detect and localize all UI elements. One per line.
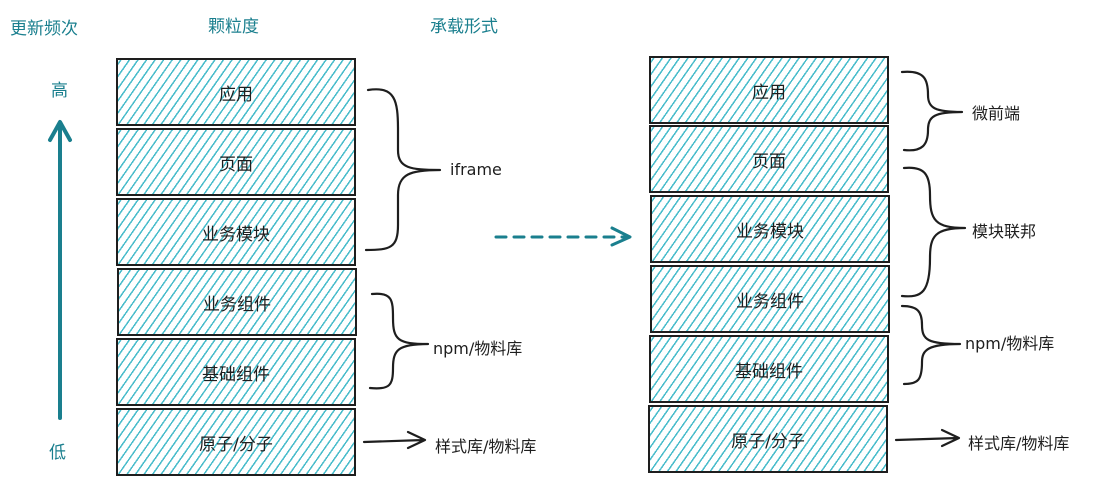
label-module-federation: 模块联邦 <box>972 222 1037 241</box>
brace-micro-icon <box>900 70 964 152</box>
layer-label: 基础组件 <box>735 361 803 382</box>
layer-label: 业务组件 <box>203 294 271 315</box>
label-iframe: iframe <box>450 160 502 179</box>
label-npm-left: npm/物料库 <box>433 339 523 358</box>
right-layer-atom: 原子/分子 <box>648 405 888 473</box>
right-layer-page: 页面 <box>649 125 889 193</box>
right-layer-business-component: 业务组件 <box>650 265 890 333</box>
left-layer-app: 应用 <box>116 58 356 126</box>
left-layer-business-module: 业务模块 <box>116 198 356 266</box>
axis-low: 低 <box>49 443 66 463</box>
arrow-style-left-icon <box>362 430 427 450</box>
left-layer-atom: 原子/分子 <box>116 408 356 476</box>
layer-label: 页面 <box>219 154 253 175</box>
brace-federation-icon <box>900 166 967 298</box>
layer-label: 页面 <box>752 151 786 172</box>
right-layer-business-module: 业务模块 <box>650 195 890 263</box>
right-layer-app: 应用 <box>649 56 889 124</box>
header-granularity: 颗粒度 <box>208 17 259 37</box>
left-layer-business-component: 业务组件 <box>117 268 357 336</box>
layer-label: 业务模块 <box>736 221 804 242</box>
layer-label: 应用 <box>219 84 253 105</box>
layer-label: 原子/分子 <box>731 431 805 452</box>
header-carrier: 承载形式 <box>430 17 498 37</box>
layer-label: 应用 <box>752 82 786 103</box>
brace-npm-right-icon <box>900 304 962 386</box>
layer-label: 原子/分子 <box>199 434 273 455</box>
brace-npm-left-icon <box>368 292 430 390</box>
arrow-style-right-icon <box>894 428 961 448</box>
right-layer-base-component: 基础组件 <box>649 335 889 403</box>
left-layer-base-component: 基础组件 <box>116 338 356 406</box>
layer-label: 业务组件 <box>736 291 804 312</box>
layer-label: 业务模块 <box>202 224 270 245</box>
label-micro-frontend: 微前端 <box>972 104 1021 123</box>
dashed-arrow-icon <box>494 226 632 247</box>
layer-label: 基础组件 <box>202 364 270 385</box>
frequency-arrow-icon <box>48 120 72 420</box>
label-npm-right: npm/物料库 <box>965 334 1055 353</box>
header-frequency: 更新频次 <box>10 19 78 39</box>
label-style-right: 样式库/物料库 <box>968 434 1070 453</box>
left-layer-page: 页面 <box>116 128 356 196</box>
brace-iframe-icon <box>364 88 442 252</box>
label-style-left: 样式库/物料库 <box>435 437 537 456</box>
axis-high: 高 <box>51 81 68 101</box>
